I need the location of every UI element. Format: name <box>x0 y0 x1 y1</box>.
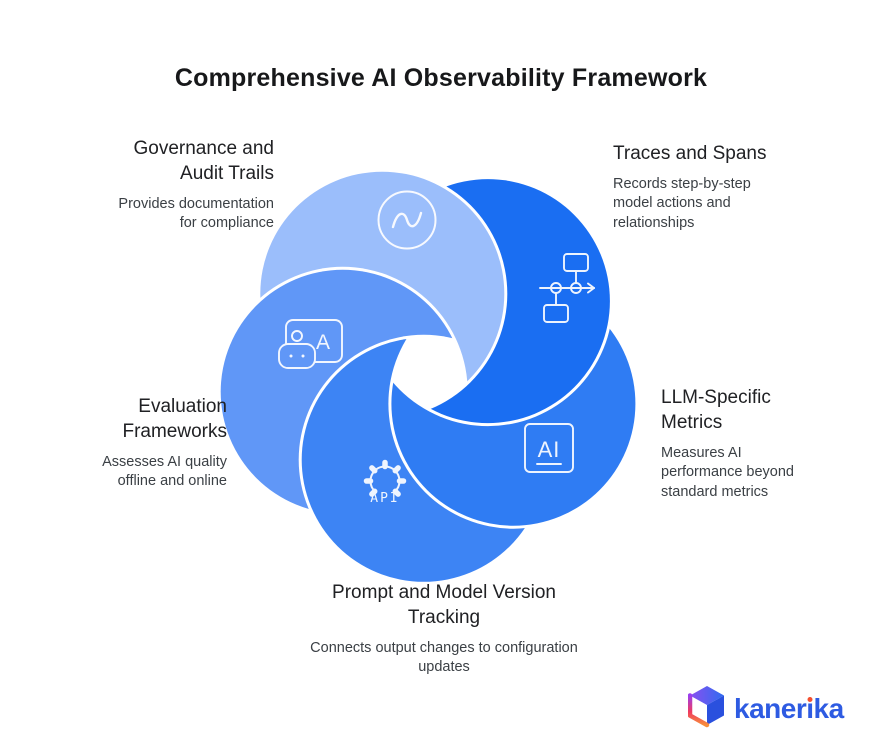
segment-evaluation-heading: Evaluation Frameworks <box>122 396 227 443</box>
brand-i-dot <box>807 697 813 702</box>
segment-prompt-tracking-heading: Prompt and Model Version Tracking <box>332 582 556 629</box>
segment-traces-block: Traces and Spans Records step-by-step mo… <box>613 141 823 233</box>
petal-evaluation <box>220 269 465 514</box>
ai-badge-icon: AI <box>524 423 574 473</box>
api-gear-label: API <box>370 491 399 506</box>
evaluation-board-icon: A <box>278 319 343 369</box>
segment-traces-description: Records step-by-step model actions and r… <box>613 176 751 231</box>
segment-evaluation-block: Evaluation Frameworks Assesses AI qualit… <box>37 394 227 492</box>
segment-traces-heading: Traces and Spans <box>613 143 767 164</box>
flowchart-trace-icon <box>539 253 595 323</box>
sync-loop-icon <box>377 190 437 250</box>
segment-governance-block: Governance and Audit Trails Provides doc… <box>60 136 274 234</box>
segment-evaluation-description: Assesses AI quality offline and online <box>102 454 227 490</box>
brand-word-i: ı <box>806 693 814 724</box>
brand-word-post: ka <box>813 693 845 724</box>
segment-prompt-tracking-block: Prompt and Model Version Tracking Connec… <box>244 580 644 678</box>
segment-llm-metrics-description: Measures AI performance beyond standard … <box>661 445 794 500</box>
segment-prompt-tracking-description: Connects output changes to configuration… <box>310 640 578 676</box>
brand-cube-icon <box>688 686 724 728</box>
api-gear-icon: API <box>363 459 407 506</box>
segment-governance-description: Provides documentation for compliance <box>118 196 274 232</box>
evaluation-board-letter: A <box>316 331 330 354</box>
segment-llm-metrics-block: LLM-Specific Metrics Measures AI perform… <box>661 385 846 502</box>
page-title: Comprehensive AI Observability Framework <box>174 64 708 92</box>
ai-badge-label: AI <box>538 437 561 462</box>
segment-governance-heading: Governance and Audit Trails <box>133 138 275 185</box>
segment-llm-metrics-heading: LLM-Specific Metrics <box>661 387 771 434</box>
brand-word-pre: kaner <box>734 693 807 724</box>
